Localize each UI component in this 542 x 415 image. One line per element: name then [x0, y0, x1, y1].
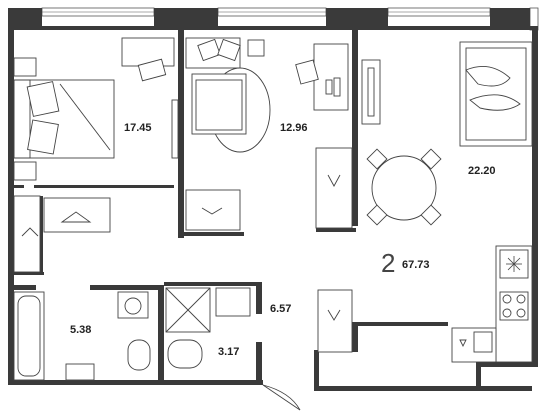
- walls: [8, 8, 538, 411]
- room-area-bathroom: 5.38: [70, 324, 91, 336]
- sink: [65, 363, 95, 381]
- hall-wardrobe: [317, 289, 353, 353]
- chair: [366, 204, 388, 226]
- side-table: [247, 39, 265, 57]
- chair: [420, 204, 442, 226]
- bedside-table: [13, 57, 37, 77]
- room-area-second-room: 12.96: [280, 122, 308, 134]
- fridge: [499, 249, 529, 279]
- chair: [137, 58, 167, 82]
- bedroom-furniture: [13, 37, 179, 181]
- room-area-hallway: 6.57: [270, 303, 291, 315]
- sink: [473, 331, 493, 353]
- chair: [420, 148, 442, 170]
- room-area-living-kitchen: 22.20: [468, 165, 496, 177]
- wardrobe: [185, 189, 241, 231]
- second-room-furniture: [185, 37, 353, 231]
- desk: [313, 43, 349, 111]
- dining-table: [371, 155, 437, 221]
- snowflake-icon: [506, 256, 522, 272]
- rooms-count: 2: [381, 248, 395, 278]
- bath-furniture: [13, 195, 251, 381]
- tv-unit: [361, 59, 381, 125]
- total-area: 67.73: [402, 259, 430, 271]
- living-furniture: [317, 41, 533, 363]
- armchair: [191, 73, 247, 135]
- entrance-door-swing: [262, 384, 301, 411]
- wardrobe: [315, 147, 353, 229]
- room-area-bedroom: 17.45: [124, 122, 152, 134]
- bedside-table: [13, 161, 37, 181]
- person-lying: [465, 65, 511, 87]
- room-area-wc: 3.17: [218, 346, 239, 358]
- toilet: [167, 339, 203, 369]
- sink: [215, 287, 251, 317]
- chair: [366, 148, 388, 170]
- bathtub: [13, 291, 45, 381]
- closet: [43, 197, 111, 233]
- chair: [295, 59, 319, 85]
- tv: [171, 99, 179, 159]
- stove: [499, 291, 529, 321]
- sofa: [459, 41, 533, 147]
- desk: [121, 37, 175, 67]
- toilet: [127, 339, 151, 371]
